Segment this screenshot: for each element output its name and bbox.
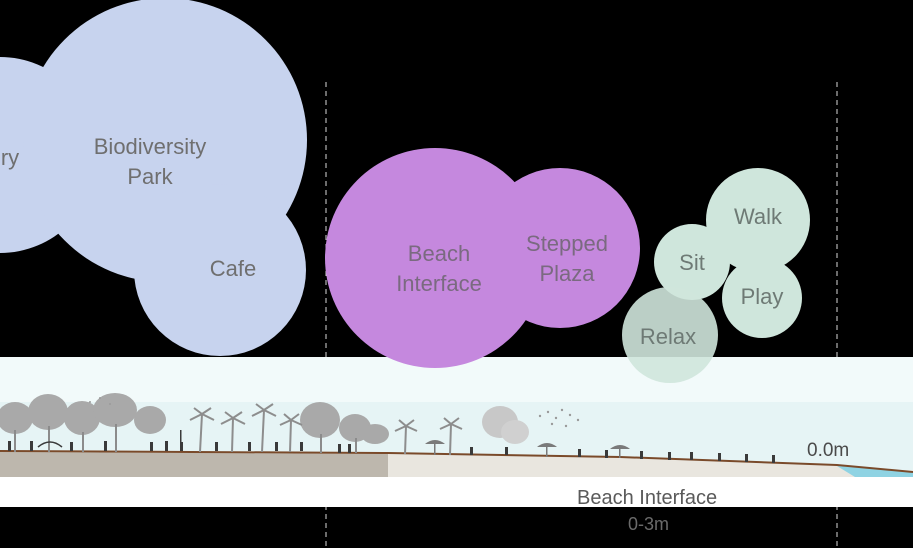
label-stepped-plaza: Stepped Plaza [526,231,608,286]
label-relax: Relax [639,324,697,349]
label-gallery-partial: ry [0,145,20,170]
bubble-stepped-plaza [480,168,640,328]
white-base [0,477,913,507]
promenade-deck [0,452,388,477]
bubble-sit [654,224,730,300]
promenade-arch [37,441,63,448]
elevation-label: 0.0m [807,440,850,461]
water [837,466,913,477]
label-cafe: Cafe [209,256,257,281]
green-bubble-cluster [622,168,810,383]
section-strip [0,357,913,507]
bubble-cafe [134,184,306,356]
purple-bubble-cluster [325,148,640,368]
label-biodiversity-park: Biodiversity Park [93,134,207,189]
palm-trees [189,403,463,456]
label-play: Play [740,284,784,309]
label-beach-interface: Beach Interface [396,241,482,296]
label-walk: Walk [733,204,783,229]
blue-bubble-cluster [0,0,307,356]
label-sit: Sit [679,250,705,275]
tree-silhouettes [0,393,529,444]
zone-title: Beach Interface [577,487,718,509]
people-silhouettes [8,441,775,463]
bubble-play [722,258,802,338]
bubble-beach-interface [325,148,545,368]
birds [89,397,580,428]
beach-umbrellas [425,440,630,458]
bubble-relax [622,287,718,383]
bubble-walk [706,168,810,272]
zone-range: 0-3m [628,514,670,534]
